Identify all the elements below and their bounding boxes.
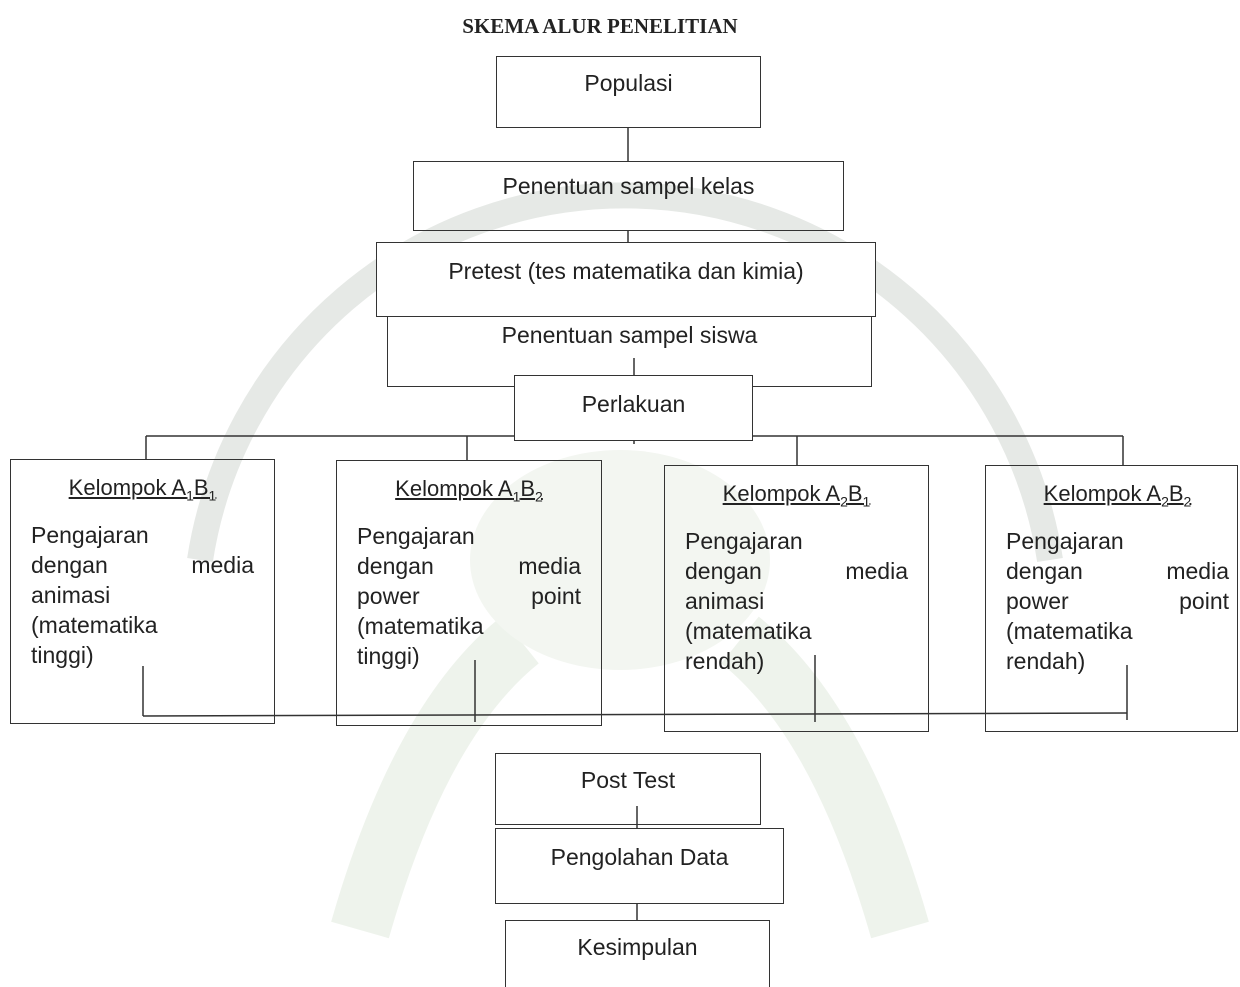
group-title-a2b1: Kelompok A2B1: [722, 481, 871, 510]
post-test-box: Post Test: [495, 753, 761, 825]
group-title-a1b2: Kelompok A1B2: [395, 476, 543, 505]
kesimpulan-box: Kesimpulan: [505, 920, 770, 987]
group-title-a1b1: Kelompok A1B1: [68, 475, 217, 504]
penentuan-sampel-kelas-box: Penentuan sampel kelas: [413, 161, 844, 231]
penentuan-sampel-siswa-label: Penentuan sampel siswa: [501, 322, 758, 348]
pretest-label: Pretest (tes matematika dan kimia): [448, 258, 804, 284]
group-title-a2b2: Kelompok A2B2: [1043, 481, 1192, 510]
kesimpulan-label: Kesimpulan: [577, 934, 698, 960]
populasi-label: Populasi: [584, 70, 673, 96]
pretest-box: Pretest (tes matematika dan kimia): [376, 242, 876, 317]
pengolahan-data-box: Pengolahan Data: [495, 828, 784, 904]
diagram-title: SKEMA ALUR PENELITIAN: [462, 14, 738, 38]
penentuan-sampel-kelas-label: Penentuan sampel kelas: [502, 173, 755, 199]
perlakuan-label: Perlakuan: [581, 391, 686, 417]
pengolahan-data-label: Pengolahan Data: [550, 844, 729, 870]
post-test-label: Post Test: [580, 767, 676, 793]
perlakuan-box: Perlakuan: [514, 375, 753, 441]
populasi-box: Populasi: [496, 56, 761, 128]
